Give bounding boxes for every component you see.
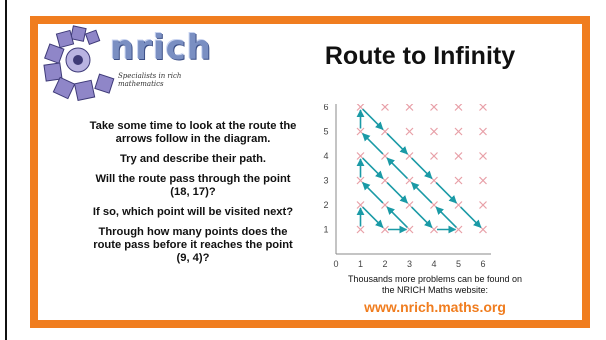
y-tick-label: 4 — [323, 151, 328, 161]
footer: Thousands more problems can be found on … — [310, 274, 560, 315]
route-arrow — [362, 182, 384, 204]
route-arrow — [386, 206, 408, 228]
route-arrow — [362, 157, 384, 179]
route-diagram: 0 1 2 3 4 5 6 1 2 3 4 5 6 — [323, 104, 491, 269]
logo-wordmark: nrich — [110, 28, 212, 68]
lattice-point — [454, 152, 463, 160]
lattice-point — [454, 176, 463, 185]
lattice-point — [479, 201, 487, 209]
lattice-point — [454, 127, 463, 136]
route-arrow — [460, 206, 482, 228]
route-arrow — [386, 133, 408, 155]
left-page-rule — [5, 0, 7, 340]
x-tick-label: 2 — [382, 259, 387, 269]
logo-tagline: Specialists in rich mathematics — [118, 72, 182, 88]
route-arrow — [411, 157, 433, 179]
lattice-point — [405, 127, 414, 136]
route-arrow — [386, 157, 408, 179]
route-arrow — [362, 108, 384, 130]
lattice-point — [479, 104, 487, 111]
lattice-point — [430, 152, 438, 160]
lattice-point — [405, 104, 414, 111]
question-3: Will the route pass through the point (1… — [95, 173, 291, 198]
x-tick-label: 1 — [358, 259, 363, 269]
question-list: Take some time to look at the route the … — [88, 120, 298, 272]
page-title: Route to Infinity — [324, 42, 516, 70]
route-arrow — [411, 206, 433, 228]
route-arrow — [362, 133, 384, 155]
lattice-point — [479, 176, 487, 185]
x-tick-label: 6 — [480, 259, 485, 269]
route-arrow — [435, 206, 457, 228]
y-tick-label: 5 — [323, 127, 328, 137]
lattice-point — [479, 127, 487, 136]
question-5: Through how many points does the route p… — [93, 226, 293, 264]
lattice-point — [381, 104, 389, 111]
route-arrow — [362, 206, 384, 228]
route-arrow — [435, 182, 457, 204]
question-4: If so, which point will be visited next? — [92, 206, 294, 218]
slide: nrich Specialists in rich mathematics Ro… — [30, 16, 590, 328]
route-arrow — [386, 182, 408, 204]
lattice-point — [356, 225, 365, 234]
question-1: Take some time to look at the route the … — [89, 120, 297, 145]
x-tick-label: 4 — [431, 259, 436, 269]
footer-line-1: Thousands more problems can be found on — [347, 274, 523, 284]
lattice-point — [430, 104, 438, 111]
x-tick-label: 5 — [456, 259, 461, 269]
website-link[interactable]: www.nrich.maths.org — [364, 299, 506, 315]
y-tick-label: 1 — [323, 225, 328, 235]
x-tick-label: 0 — [333, 259, 338, 269]
route-arrow — [411, 182, 433, 204]
question-2: Try and describe their path. — [119, 153, 267, 165]
lattice-point — [479, 152, 487, 160]
logo-tiles-icon — [43, 25, 115, 102]
y-tick-label: 3 — [323, 176, 328, 186]
slide-content: nrich Specialists in rich mathematics Ro… — [38, 24, 582, 320]
footer-line-2: the NRICH Maths website: — [381, 285, 489, 295]
y-tick-label: 2 — [323, 200, 328, 210]
lattice-point — [454, 104, 463, 111]
x-tick-label: 3 — [407, 259, 412, 269]
lattice-point — [430, 127, 438, 136]
nrich-logo: nrich Specialists in rich mathematics — [42, 24, 222, 102]
y-tick-label: 6 — [323, 104, 328, 112]
